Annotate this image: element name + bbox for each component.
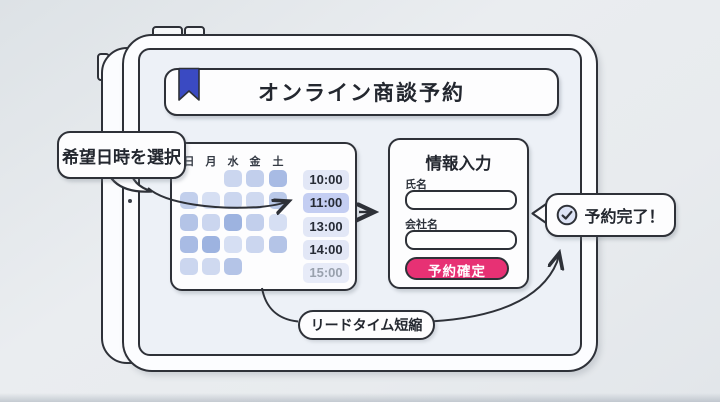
calendar-cell[interactable]: [224, 170, 242, 187]
info-form-panel: 情報入力 氏名 会社名 予約確定: [388, 138, 529, 289]
select-datetime-callout: 希望日時を選択: [57, 131, 186, 179]
day-header: 土: [272, 156, 284, 168]
confirm-reservation-button[interactable]: 予約確定: [405, 257, 509, 280]
page-title: オンライン商談予約: [258, 82, 465, 105]
calendar-cell[interactable]: [269, 236, 287, 253]
time-slot-11-00[interactable]: 11:00: [303, 193, 349, 213]
time-slot-15-00[interactable]: 15:00: [303, 263, 349, 283]
calendar-cell[interactable]: [224, 192, 242, 209]
select-datetime-text: 希望日時を選択: [62, 147, 181, 167]
check-circle-icon: [557, 204, 578, 226]
calendar-cell[interactable]: [202, 236, 220, 253]
time-slot-13-00[interactable]: 13:00: [303, 217, 349, 237]
name-field[interactable]: [405, 190, 517, 210]
calendar-cell[interactable]: [224, 236, 242, 253]
company-field[interactable]: [405, 230, 517, 250]
calendar-cell[interactable]: [246, 192, 264, 209]
app-title-bar: オンライン商談予約: [164, 68, 559, 116]
day-header: 水: [227, 156, 239, 168]
form-title: 情報入力: [425, 155, 492, 173]
calendar-cell[interactable]: [202, 258, 220, 275]
time-slot-14-00[interactable]: 14:00: [303, 240, 349, 260]
calendar-cell[interactable]: [246, 170, 264, 187]
calendar-cell[interactable]: [180, 192, 198, 209]
day-header: 日: [183, 156, 195, 168]
front-camera-icon: [128, 199, 132, 203]
reservation-done-callout: 予約完了！: [545, 193, 676, 237]
lead-time-text: リードタイム短縮: [310, 317, 423, 333]
calendar-panel: 日月水金土 10:00 11:00 13:00 14:00 15:00: [170, 142, 357, 291]
calendar-cell[interactable]: [202, 214, 220, 231]
lead-time-label: リードタイム短縮: [298, 310, 435, 340]
name-field-label: 氏名: [405, 179, 427, 191]
calendar-cell[interactable]: [202, 192, 220, 209]
calendar-cell[interactable]: [180, 258, 198, 275]
calendar-cell[interactable]: [180, 214, 198, 231]
calendar-cell[interactable]: [224, 214, 242, 231]
calendar-cell[interactable]: [246, 214, 264, 231]
floor-shadow: [0, 393, 720, 402]
calendar-cell[interactable]: [269, 170, 287, 187]
time-slot-10-00[interactable]: 10:00: [303, 170, 349, 190]
calendar-cell[interactable]: [269, 214, 287, 231]
calendar-cell[interactable]: [246, 236, 264, 253]
reservation-done-text: 予約完了！: [584, 209, 665, 226]
company-field-label: 会社名: [405, 219, 438, 231]
day-header: 月: [205, 156, 217, 168]
day-header: 金: [249, 156, 261, 168]
calendar-cell[interactable]: [180, 236, 198, 253]
calendar-cell[interactable]: [224, 258, 242, 275]
calendar-cell[interactable]: [269, 192, 287, 209]
